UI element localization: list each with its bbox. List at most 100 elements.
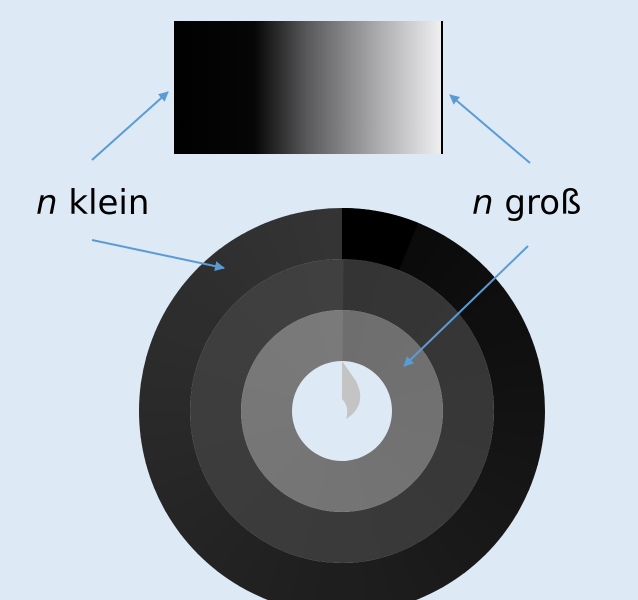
spiral-segment-0-32 — [153, 467, 211, 513]
spiral-segment-1-38 — [195, 351, 250, 385]
label-n-large: n groß — [472, 186, 581, 220]
spiral-segment-0-24 — [315, 561, 342, 600]
spiral-segment-1-11 — [442, 391, 495, 413]
spiral-segment-1-31 — [209, 460, 262, 504]
spiral-segment-2-30 — [261, 441, 307, 483]
spiral-segment-1-22 — [354, 508, 382, 562]
spiral-segment-0-27 — [238, 541, 284, 599]
spiral-segment-2-9 — [388, 372, 440, 399]
spiral-segment-1-25 — [301, 508, 329, 562]
spiral-segment-1-23 — [340, 511, 362, 563]
spiral-segment-1-2 — [368, 264, 402, 319]
spiral-segment-2-36 — [241, 396, 293, 411]
label-n-small-variable: n — [36, 183, 58, 223]
spiral-segment-2-47 — [328, 310, 344, 362]
spiral-segment-1-18 — [402, 482, 450, 533]
spiral-segment-2-37 — [241, 383, 294, 405]
spiral-segment-0-44 — [240, 222, 286, 280]
spiral-segment-2-32 — [248, 429, 299, 462]
spiral-segment-2-13 — [390, 417, 443, 439]
spiral-segment-0-3 — [400, 223, 446, 281]
spiral-segment-0-35 — [139, 408, 192, 438]
spiral-segment-2-24 — [327, 460, 342, 512]
spiral-center-hole — [306, 369, 382, 445]
spiral-segment-1-29 — [233, 481, 281, 532]
spiral-segment-2-0 — [342, 310, 357, 362]
spiral-segment-1-27 — [264, 497, 304, 552]
spiral-segment-0-13 — [488, 430, 544, 466]
spiral-segment-1-5 — [403, 290, 451, 341]
spiral-segment-1-32 — [200, 448, 255, 487]
spiral-segment-0-34 — [140, 429, 196, 464]
spiral-segment-2-17 — [376, 441, 423, 484]
spiral-segment-0-29 — [196, 517, 250, 573]
spiral-segment-2-38 — [244, 371, 297, 399]
spiral-segment-1-39 — [201, 333, 256, 373]
spiral-segment-0-23 — [340, 561, 367, 600]
spiral-segment-1-33 — [194, 436, 249, 470]
spiral-segment-2-16 — [381, 436, 430, 474]
spiral-segment-0-38 — [145, 331, 203, 372]
spiral-segment-2-12 — [391, 411, 443, 426]
spiral-segment-2-31 — [254, 435, 303, 473]
spiral-segment-0-42 — [198, 248, 251, 304]
spiral-segment-1-6 — [413, 303, 464, 351]
spiral-segment-2-3 — [361, 317, 394, 368]
gradient-spiral — [139, 207, 545, 600]
spiral-segment-2-8 — [385, 360, 436, 393]
spiral-segment-0-41 — [180, 265, 236, 319]
label-n-small: n klein — [36, 186, 149, 220]
label-n-large-text: groß — [504, 183, 582, 223]
spiral-segment-2-1 — [348, 310, 370, 363]
arrow-left-to-bar — [91, 91, 169, 161]
spiral-segment-2-27 — [290, 454, 323, 505]
spiral-segment-1-7 — [422, 318, 475, 362]
spiral-segment-0-14 — [481, 450, 539, 491]
spiral-segment-2-6 — [377, 339, 423, 381]
spiral-segment-0-43 — [218, 234, 268, 291]
spiral-segment-0-6 — [449, 267, 505, 320]
arrow-left-to-spiral — [91, 239, 225, 272]
spiral-segment-0-22 — [360, 557, 393, 600]
spiral-segment-1-40 — [210, 317, 263, 361]
spiral-segment-1-16 — [421, 461, 474, 505]
spiral-segment-2-20 — [360, 454, 393, 505]
spiral-segment-1-37 — [191, 370, 245, 398]
spiral-segment-1-9 — [435, 352, 490, 386]
spiral-segment-2-35 — [241, 409, 293, 425]
spiral-segment-0-28 — [216, 530, 266, 587]
spiral-segment-1-47 — [322, 259, 344, 311]
spiral-segment-0-5 — [434, 249, 488, 305]
spiral-segment-2-15 — [385, 430, 436, 463]
spiral-segment-0-17 — [448, 503, 504, 557]
spiral-segment-0-21 — [379, 551, 420, 600]
spiral-segment-0-11 — [492, 384, 545, 414]
spiral-segment-1-1 — [355, 260, 383, 314]
spiral-segment-2-21 — [354, 457, 381, 509]
spiral-inner-hook — [342, 361, 361, 419]
spiral-segment-2-18 — [372, 446, 414, 492]
spiral-segment-0-40 — [166, 285, 223, 335]
spiral-segment-1-20 — [379, 498, 418, 553]
spiral-segment-2-11 — [391, 397, 444, 413]
spiral-segment-2-7 — [381, 349, 430, 387]
spiral-segment-1-41 — [221, 302, 272, 350]
spiral-segment-2-23 — [340, 460, 356, 512]
spiral-segment-0-25 — [289, 557, 323, 600]
spiral-segment-1-10 — [439, 371, 493, 399]
arrow-right-to-spiral — [403, 245, 529, 367]
spiral-segment-0-20 — [398, 542, 444, 600]
spiral-segment-2-44 — [291, 317, 324, 368]
spiral-segment-2-2 — [354, 313, 382, 366]
spiral-segment-0-10 — [488, 358, 544, 393]
spiral-segment-2-41 — [261, 338, 308, 381]
spiral-segment-1-3 — [380, 270, 420, 325]
arrow-right-to-bar — [449, 94, 531, 164]
spiral-segment-2-14 — [387, 423, 440, 451]
spiral-segment-0-37 — [140, 356, 196, 392]
spiral-segment-1-19 — [391, 491, 435, 544]
spiral-outer-lip — [342, 208, 419, 271]
spiral-segment-2-28 — [279, 450, 317, 499]
spiral-segment-1-26 — [282, 503, 316, 558]
